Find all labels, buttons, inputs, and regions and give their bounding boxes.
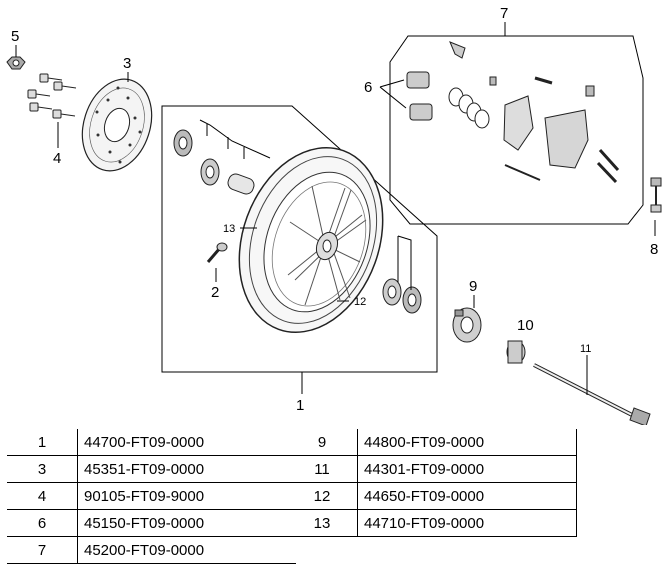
axle-collar-icon: [506, 340, 526, 364]
callout-4: 4: [53, 150, 61, 167]
part-number-code: 44301-FT09-0000: [357, 455, 577, 483]
spacer-sleeve-icon: [227, 173, 255, 195]
part-ref-number: 9: [287, 429, 358, 456]
part-ref-number: 13: [287, 509, 358, 537]
dust-seal-icon: [173, 129, 193, 157]
part-ref-number: 6: [7, 509, 78, 537]
disc-bolt-icon: [27, 73, 77, 119]
callout-12: 12: [354, 296, 366, 308]
axle-nut-icon: [6, 56, 26, 70]
bearing-right-icon: [382, 278, 422, 314]
part-number-code: 44800-FT09-0000: [357, 429, 577, 456]
part-number-code: 45351-FT09-0000: [77, 455, 296, 483]
part-ref-number: 12: [287, 482, 358, 510]
tire-valve-icon: [206, 242, 228, 263]
part-ref-number: 1: [7, 429, 78, 456]
brake-disc-icon: [81, 78, 153, 172]
callout-1: 1: [296, 397, 304, 414]
speedometer-gear-icon: [452, 307, 482, 343]
callout-7: 7: [500, 5, 508, 22]
exploded-parts-diagram: 5 3 4 6 7 8 9 10 11 1 12 13 2: [6, 5, 662, 425]
leader-lines-left: [199, 119, 271, 159]
part-number-code: 44700-FT09-0000: [77, 429, 296, 456]
axle-bolt-icon: [533, 363, 651, 425]
callout-leaders: [15, 22, 656, 395]
caliper-bolt-icon: [650, 177, 662, 213]
part-ref-number: 4: [7, 482, 78, 510]
part-number-code: 45150-FT09-0000: [77, 509, 296, 537]
callout-6: 6: [364, 79, 372, 96]
callout-2: 2: [211, 284, 219, 301]
callout-5: 5: [11, 28, 19, 45]
bearing-icon: [200, 158, 220, 186]
part-number-code: 44650-FT09-0000: [357, 482, 577, 510]
spoked-wheel-with-tire-icon: [238, 146, 384, 334]
caliper-group-frame: [389, 35, 644, 225]
callout-3: 3: [123, 55, 131, 72]
wheel-group-frame: [161, 105, 438, 373]
part-number-code: 44710-FT09-0000: [357, 509, 577, 537]
part-number-code: 45200-FT09-0000: [77, 536, 296, 564]
callout-13: 13: [223, 223, 235, 235]
part-ref-number: 11: [287, 455, 358, 483]
part-ref-number: 7: [7, 536, 78, 564]
leader-bearings-right: [397, 235, 412, 290]
part-number-code: 90105-FT09-9000: [77, 482, 296, 510]
callout-10: 10: [517, 317, 534, 334]
brake-caliper-assembly-icon: [406, 41, 620, 184]
part-ref-number: 3: [7, 455, 78, 483]
callout-11: 11: [580, 343, 591, 355]
callout-9: 9: [469, 278, 477, 295]
callout-8: 8: [650, 241, 658, 258]
